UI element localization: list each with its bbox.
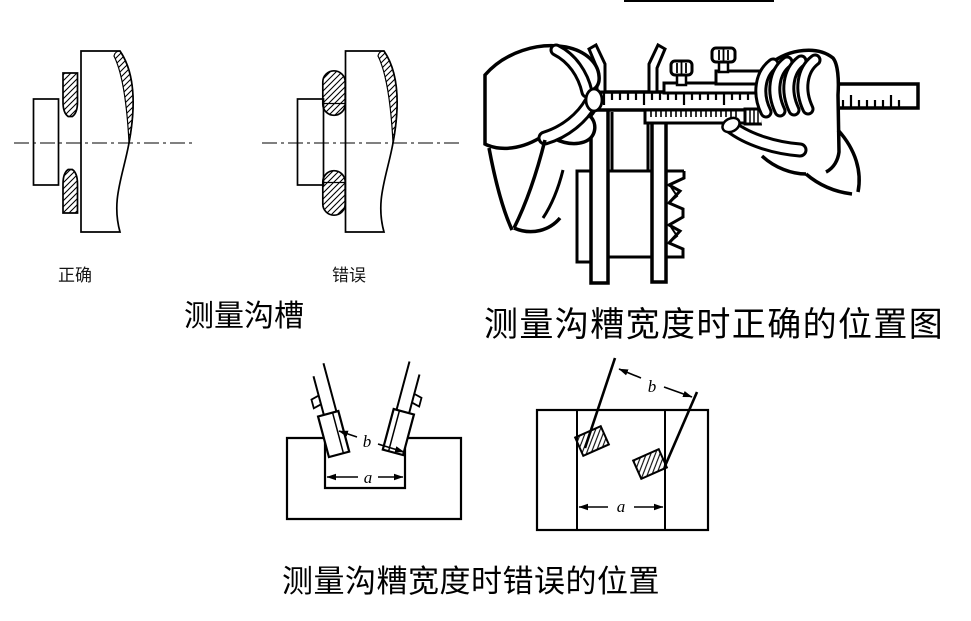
shaft-small-diameter: [296, 98, 325, 186]
caliper-jaw-lower: [62, 168, 79, 214]
groove-caption: 测量沟槽: [184, 300, 304, 333]
moving-jaw-leg: [650, 119, 668, 284]
caliper-jaw-lower: [321, 169, 347, 217]
jaw-beam-right: [663, 391, 699, 467]
dimension-a: a: [578, 497, 664, 516]
dimension-a: a: [326, 468, 404, 487]
tilted-jaws-side-view: b a: [285, 361, 463, 521]
caliper-jaw-upper: [62, 72, 79, 118]
dimension-b: b: [618, 368, 693, 398]
shaft-small-diameter: [32, 98, 60, 186]
correct-groove-drawing: [14, 50, 196, 233]
workpiece-break-edge: [665, 171, 686, 259]
dimension-b: b: [338, 430, 405, 453]
break-section-hatch: [377, 50, 398, 144]
upper-jaws: [587, 42, 667, 94]
dim-label-b: b: [363, 432, 372, 451]
groove-section-figure: [14, 50, 460, 233]
grooved-block: [285, 436, 463, 521]
left-hand: [483, 43, 604, 234]
caliper-wrong-caption: 测量沟糟宽度时错误的位置: [282, 564, 660, 599]
beam-ticks: [602, 92, 750, 105]
right-thumbnail: [721, 116, 741, 134]
dim-label-a: a: [617, 497, 626, 516]
top-edge-artifact: [624, 0, 774, 2]
upper-jaw-right: [647, 42, 667, 94]
caliper-jaw-upper: [321, 69, 347, 117]
left-jaw-section: [573, 424, 611, 458]
workpiece-outline: [535, 408, 710, 532]
dim-label-b: b: [648, 377, 657, 396]
right-tilted-jaw: [381, 361, 423, 457]
locking-screw-right: [710, 46, 737, 74]
tilted-jaws-top-view: b a: [535, 357, 710, 532]
break-section-hatch: [113, 50, 134, 144]
locking-screw-left: [669, 59, 694, 87]
right-jaw-section: [631, 447, 669, 481]
right-hand: [721, 48, 861, 196]
correct-label: 正确: [58, 266, 92, 285]
thumbnail: [584, 87, 604, 113]
left-tilted-jaw: [310, 362, 351, 459]
wrong-label: 错误: [332, 266, 366, 285]
wrong-groove-drawing: [262, 50, 460, 233]
dim-label-a: a: [364, 468, 373, 487]
caliper-correct-caption: 测量沟糟宽度时正确的位置图: [484, 306, 945, 344]
fingers: [754, 53, 822, 119]
workpiece-body: [606, 169, 654, 259]
ruler-ticks: [841, 95, 901, 108]
caliper-measurement-illustration: [483, 42, 920, 285]
